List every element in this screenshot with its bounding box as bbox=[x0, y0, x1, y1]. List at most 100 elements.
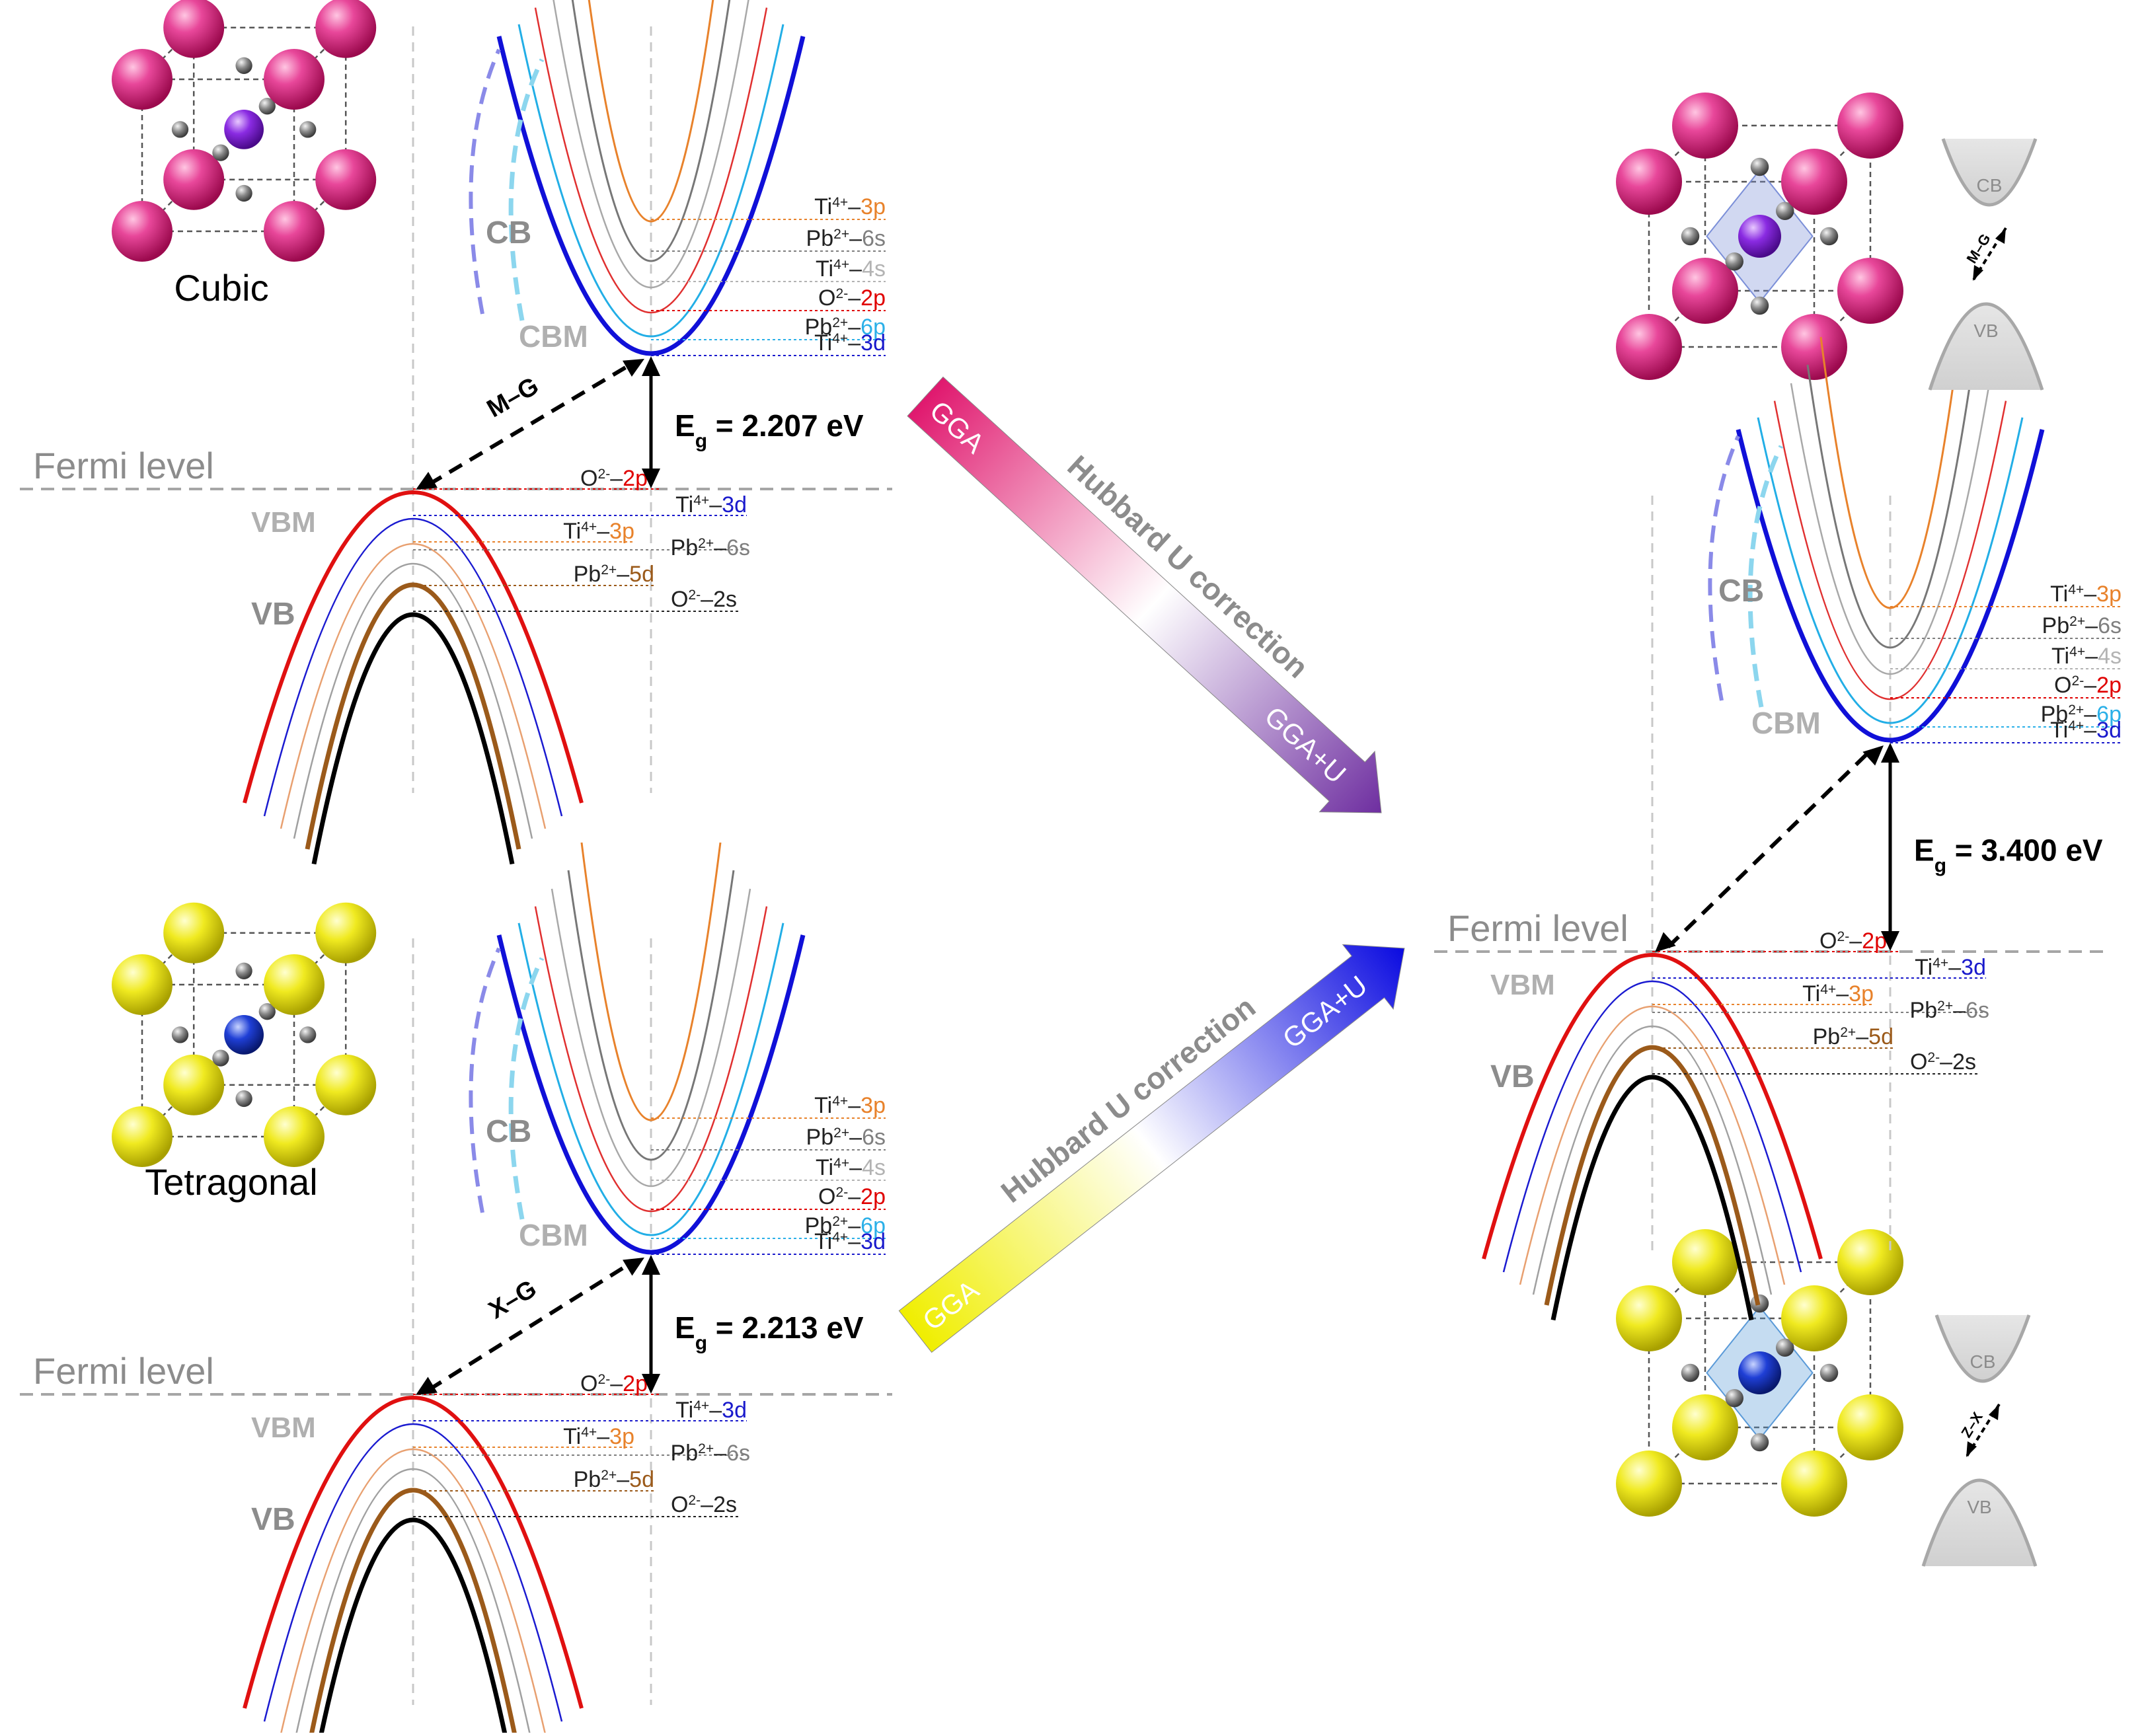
mini-cb-label: CB bbox=[1970, 1351, 1996, 1372]
cb-band-curve bbox=[1806, 364, 1974, 649]
pb-atom bbox=[1837, 1229, 1903, 1295]
pb-atom bbox=[1781, 1451, 1847, 1517]
level-orbital: 3p bbox=[1849, 981, 1874, 1006]
level-orbital: 6s bbox=[1966, 998, 1989, 1023]
level-element: Ti bbox=[2050, 582, 2068, 607]
level-dash: – bbox=[2085, 644, 2098, 669]
pb-atom bbox=[112, 49, 172, 110]
level-dash: – bbox=[848, 285, 861, 311]
level-charge: 2+ bbox=[2068, 702, 2084, 718]
level-charge: 2+ bbox=[601, 1468, 617, 1483]
tetragonal-structure-small bbox=[1616, 1229, 1903, 1517]
level-orbital: 6p bbox=[2096, 702, 2122, 727]
cb-band-curve bbox=[517, 24, 784, 338]
pb-atom bbox=[1781, 1285, 1847, 1351]
level-dash: – bbox=[849, 1155, 862, 1180]
pb-atom bbox=[1616, 314, 1682, 380]
level-dash: – bbox=[714, 1441, 726, 1466]
cb-level-label: O2-–2p bbox=[818, 285, 886, 311]
level-dash: – bbox=[1849, 928, 1862, 954]
pb-atom bbox=[315, 1054, 377, 1115]
cb-level-label: Ti4+–3p bbox=[814, 194, 886, 219]
cb-level-label: Ti4+–4s bbox=[2051, 644, 2122, 669]
cb-band-curve bbox=[1736, 429, 2045, 743]
level-element: Pb bbox=[1813, 1024, 1841, 1049]
level-dash: – bbox=[848, 194, 861, 219]
cb-level-label: Ti4+–4s bbox=[816, 256, 886, 282]
gap-symbol: E bbox=[675, 1310, 695, 1345]
oxygen-atom bbox=[235, 184, 252, 202]
level-charge: 4+ bbox=[832, 195, 848, 210]
level-element: Ti bbox=[1802, 981, 1820, 1006]
vb-band-curve bbox=[1550, 1075, 1754, 1321]
cb-band-curve bbox=[588, 0, 714, 223]
level-element: O bbox=[671, 1492, 688, 1517]
vb-label: VB bbox=[251, 597, 295, 632]
level-element: Ti bbox=[816, 1155, 833, 1180]
structure-label: Tetragonal bbox=[145, 1161, 318, 1203]
band-gap-label: Eg = 2.207 eV bbox=[675, 408, 864, 452]
vb-level-label: O2-–2s bbox=[671, 1492, 737, 1517]
cb-band-curve bbox=[1790, 383, 1991, 675]
band-gap-label: Eg = 3.400 eV bbox=[1914, 833, 2103, 877]
level-charge: 2- bbox=[688, 1493, 701, 1508]
cb-side-branch bbox=[508, 58, 545, 321]
cb-level-label: Pb2+–6p bbox=[2041, 702, 2122, 727]
band-panels-layer: Fermi levelTi4+–3pPb2+–6sTi4+–4sO2-–2pPb… bbox=[20, 0, 2122, 1736]
vb-level-label: Ti4+–3d bbox=[675, 1398, 747, 1423]
ti-atom bbox=[224, 110, 264, 149]
mini-arrowhead bbox=[1973, 265, 1983, 281]
arrow-shape bbox=[898, 944, 1405, 1353]
level-orbital: 2p bbox=[861, 285, 886, 311]
pb-atom bbox=[1837, 1394, 1903, 1460]
transition-arrowhead bbox=[623, 359, 644, 377]
vb-band-curve bbox=[1519, 1005, 1786, 1285]
level-orbital: 2s bbox=[713, 587, 737, 612]
level-dash: – bbox=[2084, 673, 2096, 698]
level-element: Ti bbox=[675, 492, 693, 517]
level-orbital: 5d bbox=[1868, 1024, 1893, 1049]
vb-band-curve bbox=[293, 562, 533, 839]
vbm-label: VBM bbox=[251, 1412, 316, 1444]
vb-level-label: O2-–2s bbox=[671, 587, 737, 612]
level-element: O bbox=[671, 587, 688, 612]
pb-atom bbox=[264, 1106, 325, 1167]
ti-atom bbox=[1738, 215, 1781, 258]
band-gap-arrowhead-up bbox=[642, 356, 660, 376]
ti-atom bbox=[1738, 1351, 1781, 1394]
level-dash: – bbox=[848, 315, 861, 340]
level-element: Ti bbox=[814, 1093, 832, 1118]
band-gap-arrowhead-down bbox=[1881, 931, 1899, 951]
level-dash: – bbox=[701, 1492, 713, 1517]
cb-band-curve bbox=[551, 888, 751, 1187]
cb-band-curve bbox=[567, 870, 735, 1161]
pb-atom bbox=[315, 0, 377, 58]
level-element: Ti bbox=[814, 330, 832, 356]
level-orbital: 6s bbox=[862, 1125, 886, 1150]
vbm-label: VBM bbox=[1490, 969, 1555, 1001]
pb-atom bbox=[264, 49, 325, 110]
pb-atom bbox=[1672, 258, 1738, 324]
mini-vb-label: VB bbox=[1967, 1497, 1991, 1517]
level-dash: – bbox=[701, 587, 713, 612]
cb-band-curve bbox=[571, 0, 731, 262]
level-charge: 4+ bbox=[693, 493, 709, 508]
band-gap-label: Eg = 2.213 eV bbox=[675, 1310, 864, 1354]
level-charge: 2+ bbox=[833, 1125, 849, 1141]
vb-level-label: O2-–2p bbox=[580, 466, 648, 491]
cb-level-label: O2-–2p bbox=[818, 1184, 886, 1209]
cb-side-branch bbox=[1708, 435, 1740, 701]
level-dash: – bbox=[1953, 998, 1966, 1023]
pb-atom bbox=[163, 0, 225, 58]
cb-band-curve bbox=[553, 0, 749, 288]
level-charge: 4+ bbox=[832, 1230, 848, 1245]
pb-atom bbox=[1616, 1285, 1682, 1351]
vb-band-curve bbox=[1502, 981, 1802, 1273]
band-gap-arrowhead-down bbox=[642, 469, 660, 488]
level-dash: – bbox=[2085, 613, 2098, 638]
cb-level-label: Pb2+–6p bbox=[805, 1213, 886, 1238]
